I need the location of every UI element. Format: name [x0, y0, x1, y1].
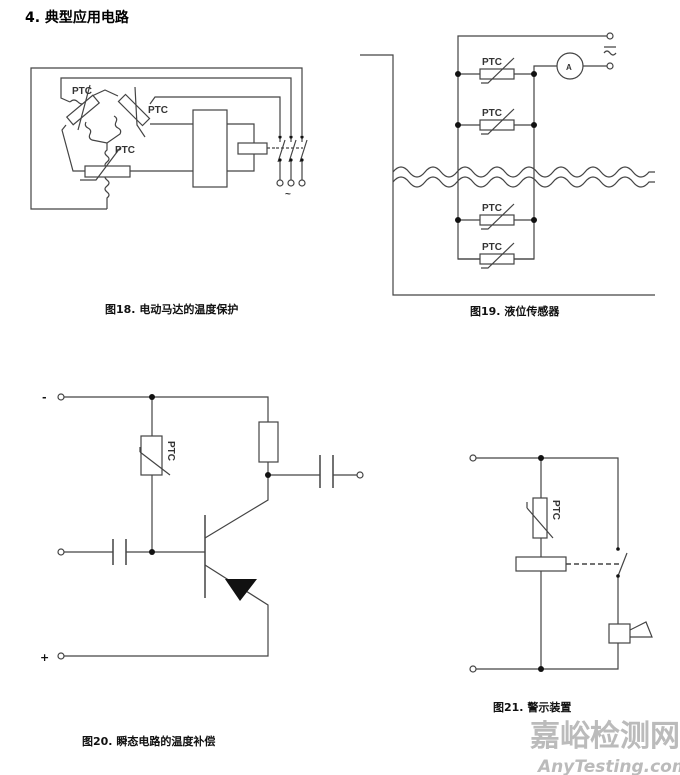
ptc-label: PTC — [482, 203, 502, 214]
contactor-switches — [276, 135, 308, 187]
horn-icon — [629, 621, 653, 638]
ptc-label: PTC — [115, 145, 135, 156]
figure-18-motor-protection-circuit: PTC PTC PTC ~ — [30, 67, 308, 210]
figure-19-liquid-level-sensor: A PTC PTC PTC PTC — [360, 32, 655, 296]
relay-coil — [515, 556, 567, 572]
ptc-label: PTC — [482, 108, 502, 119]
minus-terminal-label: - — [42, 391, 47, 404]
section-title: 4. 典型应用电路 — [25, 9, 130, 26]
figure-19-caption: 图19. 液位传感器 — [470, 304, 560, 318]
figure-21-alarm-device: PTC — [469, 454, 653, 673]
ptc-label: PTC — [148, 105, 168, 116]
ptc-label: PTC — [482, 57, 502, 68]
relay-coil — [237, 142, 268, 155]
ammeter — [556, 52, 584, 80]
ac-symbol: ~ — [285, 189, 291, 200]
resistor — [258, 421, 279, 463]
svg-text:嘉峪检测网: 嘉峪检测网 — [530, 719, 680, 754]
figure-21-caption: 图21. 警示装置 — [493, 700, 571, 714]
motor-block — [192, 109, 228, 188]
ptc-label: PTC — [550, 500, 561, 520]
ptc-label: PTC — [72, 86, 92, 97]
ptc-label: PTC — [165, 441, 176, 461]
ptc-label: PTC — [482, 242, 502, 253]
horn-box — [608, 623, 631, 644]
ptc-resistor-row: PTC — [458, 242, 534, 269]
ptc-resistor-row: PTC — [455, 108, 537, 135]
ptc-resistor-row: PTC — [455, 203, 537, 230]
plus-terminal-label: + — [40, 651, 49, 664]
diode-triangle — [225, 579, 257, 601]
ammeter-label: A — [566, 63, 572, 72]
ptc-resistor-row: PTC — [455, 57, 537, 84]
svg-text:AnyTesting.com: AnyTesting.com — [536, 757, 680, 775]
figure-20-caption: 图20. 瞬态电路的温度补偿 — [82, 734, 215, 748]
figure-18-caption: 图18. 电动马达的温度保护 — [105, 302, 238, 316]
figure-20-transient-compensation-circuit: - + PTC — [40, 391, 364, 664]
watermark: 嘉峪检测网 AnyTesting.com — [530, 719, 680, 775]
